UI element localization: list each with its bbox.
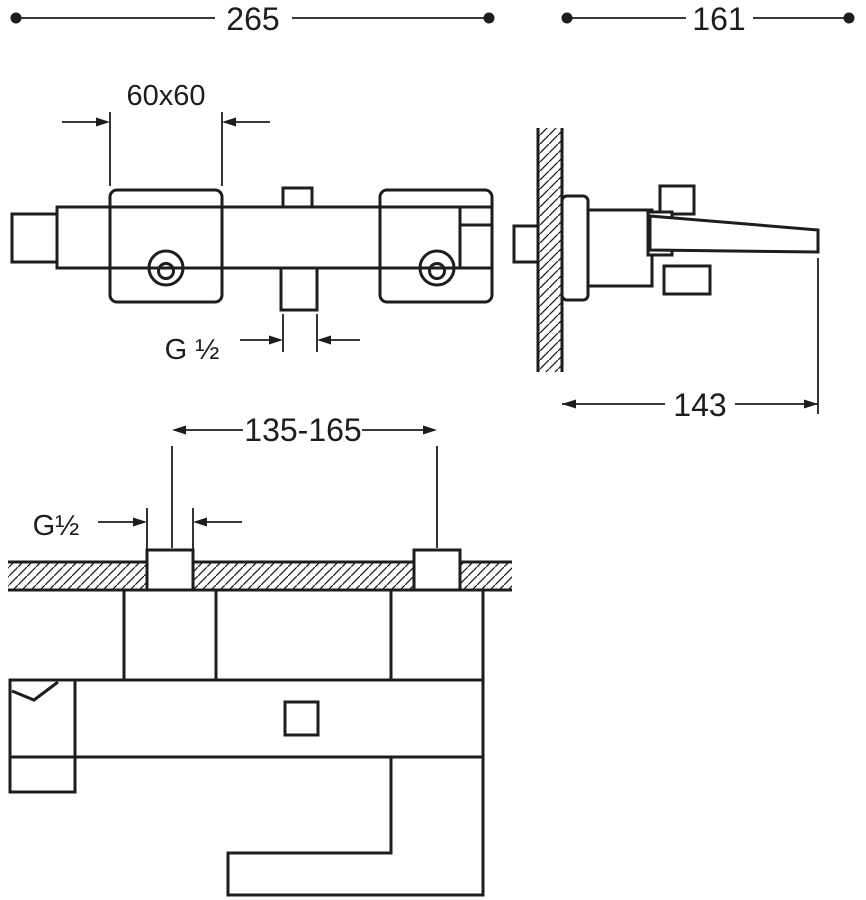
arrowhead-right [269,335,283,345]
bottom-view [8,548,512,897]
union-block-right [389,588,485,682]
dim-front-overall-width: 265 [10,1,495,37]
arrowhead-right [804,399,818,409]
screw-right-front [418,249,456,287]
arrowhead-left [172,425,186,435]
front-view [10,186,494,312]
inlet-pipe-left [145,548,195,592]
faucet-body-bottom [8,678,485,759]
inlet-pipe-side [512,224,540,264]
handle-end-bottom [8,678,77,794]
diverter-knob-side [658,184,696,216]
handle-lever-side [648,214,820,254]
spout-profile [226,755,485,897]
dim-label-inlet-spacing: 135-165 [244,412,361,448]
dim-label-escutcheon-size: 60x60 [126,80,205,112]
dim-inlet-thread: G½ [33,508,242,550]
escutcheon-side [560,194,590,302]
diverter-knob-front [281,186,314,209]
lever-detail-bottom [11,680,59,702]
dim-label-side-projection: 143 [673,387,726,423]
dim-side-projection: 143 [562,258,819,423]
dim-escutcheon-size: 60x60 [62,80,270,186]
faucet-body-front [55,205,494,270]
outlet-front [279,266,319,312]
dim-label-front-outlet-thread: G ½ [165,334,220,366]
arrowhead-left [562,399,576,409]
arrowhead-right [133,517,147,527]
dim-front-outlet-thread: G ½ [165,314,360,366]
dim-inlet-spacing: 135-165 [171,412,438,548]
dim-side-overall-depth: 161 [561,1,855,37]
arrowhead-right [423,425,437,435]
outlet-side [662,264,712,296]
handle-end-front [10,212,59,264]
arrowhead-right [96,117,110,127]
dim-label-side-overall-depth: 161 [692,1,745,37]
screw-left-front [147,249,185,287]
outlet-bottom [283,700,320,737]
screw-right-inner-front [428,262,446,280]
side-view [512,128,820,372]
arrowhead-left [193,517,207,527]
wall-hatch-side [538,128,562,372]
dim-label-front-overall-width: 265 [226,1,279,37]
screw-left-inner-front [157,262,175,280]
escutcheon-right-front [378,188,494,304]
arrowhead-left [222,117,236,127]
arrowhead-left [317,335,331,345]
inlet-pipe-right [412,548,462,592]
dim-label-inlet-thread: G½ [33,510,80,542]
escutcheon-left-front [108,188,224,304]
faucet-body-side [586,208,654,288]
union-block-left [122,588,218,682]
